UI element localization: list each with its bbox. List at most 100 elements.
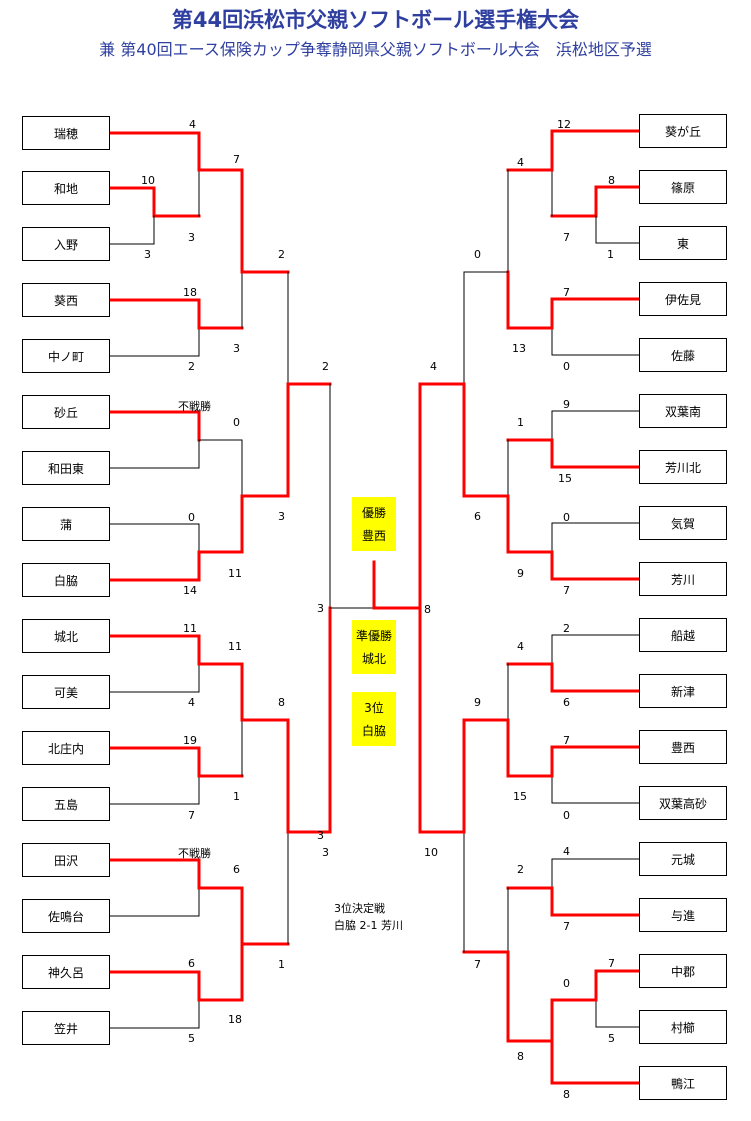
right-team-9: 船越: [639, 618, 727, 652]
left-team-7: 蒲: [22, 507, 110, 541]
right-score-8: 0: [563, 360, 570, 373]
right-score-34: 8: [424, 603, 431, 616]
left-score-29: 1: [278, 958, 285, 971]
left-score-23: 8: [278, 696, 285, 709]
page-subtitle: 兼 第40回エース保険カップ争奪静岡県父親ソフトボール大会 浜松地区予選: [99, 40, 652, 59]
right-team-8: 芳川: [639, 562, 727, 596]
right-team-13: 元城: [639, 842, 727, 876]
right-score-11: 1: [517, 416, 524, 429]
left-score-6: 2: [188, 360, 195, 373]
left-score-24: 不戦勝: [178, 847, 211, 860]
left-score-20: 19: [183, 734, 197, 747]
left-team-5: 砂丘: [22, 395, 110, 429]
right-score-32: 7: [474, 958, 481, 971]
right-score-7: 13: [512, 342, 526, 355]
right-score-27: 7: [608, 957, 615, 970]
left-score-8: 2: [278, 248, 285, 261]
left-score-11: 0: [188, 511, 195, 524]
left-team-0: 瑞穂: [22, 116, 110, 150]
right-score-19: 4: [517, 640, 524, 653]
left-score-17: 11: [183, 622, 197, 635]
right-score-10: 15: [558, 472, 572, 485]
left-score-26: 6: [188, 957, 195, 970]
right-score-31: 8: [563, 1088, 570, 1101]
right-score-22: 15: [513, 790, 527, 803]
left-score-2: 3: [188, 231, 195, 244]
right-team-12: 双葉高砂: [639, 786, 727, 820]
left-score-13: 11: [228, 567, 242, 580]
right-team-7: 気賀: [639, 506, 727, 540]
right-team-17: 鴨江: [639, 1066, 727, 1100]
right-score-16: 4: [430, 360, 437, 373]
left-score-0: 4: [189, 118, 196, 131]
right-team-15: 中郡: [639, 954, 727, 988]
right-score-33: 10: [424, 846, 438, 859]
right-score-1: 8: [608, 174, 615, 187]
champion-team: 豊西: [361, 529, 386, 543]
left-team-13: 田沢: [22, 843, 110, 877]
champion-label: 優勝: [361, 506, 386, 520]
right-score-0: 12: [557, 118, 571, 131]
third-team: 白脇: [361, 724, 386, 738]
left-team-9: 城北: [22, 619, 110, 653]
left-score-16: 3: [317, 602, 324, 615]
right-team-10: 新津: [639, 674, 727, 708]
left-team-16: 笠井: [22, 1011, 110, 1045]
right-team-6: 芳川北: [639, 450, 727, 484]
left-score-15: 2: [322, 360, 329, 373]
right-score-20: 7: [563, 734, 570, 747]
right-score-25: 7: [563, 920, 570, 933]
left-team-14: 佐鳴台: [22, 899, 110, 933]
right-score-30: 8: [517, 1050, 524, 1063]
right-team-1: 篠原: [639, 170, 727, 204]
right-score-15: 9: [517, 567, 524, 580]
right-score-5: 7: [563, 231, 570, 244]
right-team-2: 東: [639, 226, 727, 260]
right-team-0: 葵が丘: [639, 114, 727, 148]
third-place-match-result: 白脇 2-1 芳川: [334, 919, 403, 932]
third-place-match-note: 3位決定戦 白脇 2-1 芳川: [334, 900, 403, 934]
right-score-17: 2: [563, 622, 570, 635]
left-team-12: 五島: [22, 787, 110, 821]
left-team-1: 和地: [22, 171, 110, 205]
left-team-6: 和田東: [22, 451, 110, 485]
left-team-3: 葵西: [22, 283, 110, 317]
runner-up-label: 準優勝: [355, 629, 392, 643]
left-score-5: 18: [183, 286, 197, 299]
left-team-2: 入野: [22, 227, 110, 261]
left-score-1: 10: [141, 174, 155, 187]
right-score-14: 6: [474, 510, 481, 523]
right-score-3: 7: [563, 286, 570, 299]
right-score-9: 9: [563, 398, 570, 411]
page-title: 第44回浜松市父親ソフトボール選手権大会: [171, 8, 580, 32]
left-score-10: 0: [233, 416, 240, 429]
right-score-18: 6: [563, 696, 570, 709]
right-score-6: 0: [474, 248, 481, 261]
right-team-14: 与進: [639, 898, 727, 932]
right-score-28: 0: [563, 977, 570, 990]
left-score-3: 3: [144, 248, 151, 261]
third-label: 3位: [364, 701, 384, 715]
left-score-19: 11: [228, 640, 242, 653]
third-place-match-title: 3位決定戦: [334, 902, 385, 915]
right-team-3: 伊佐見: [639, 282, 727, 316]
left-score-27: 5: [188, 1032, 195, 1045]
right-score-24: 4: [563, 845, 570, 858]
right-score-23: 9: [474, 696, 481, 709]
runner-up-box: 準優勝 城北: [352, 620, 396, 674]
left-score-21: 7: [188, 809, 195, 822]
left-score-18: 4: [188, 696, 195, 709]
left-score-22: 1: [233, 790, 240, 803]
left-score-12: 14: [183, 584, 197, 597]
right-score-4: 4: [517, 156, 524, 169]
left-team-10: 可美: [22, 675, 110, 709]
left-score-7: 3: [233, 342, 240, 355]
right-team-4: 佐藤: [639, 338, 727, 372]
left-team-11: 北庄内: [22, 731, 110, 765]
third-place-box: 3位 白脇: [352, 692, 396, 746]
right-team-16: 村櫛: [639, 1010, 727, 1044]
runner-up-team: 城北: [361, 652, 386, 666]
left-score-9: 不戦勝: [178, 400, 211, 413]
right-score-12: 0: [563, 511, 570, 524]
